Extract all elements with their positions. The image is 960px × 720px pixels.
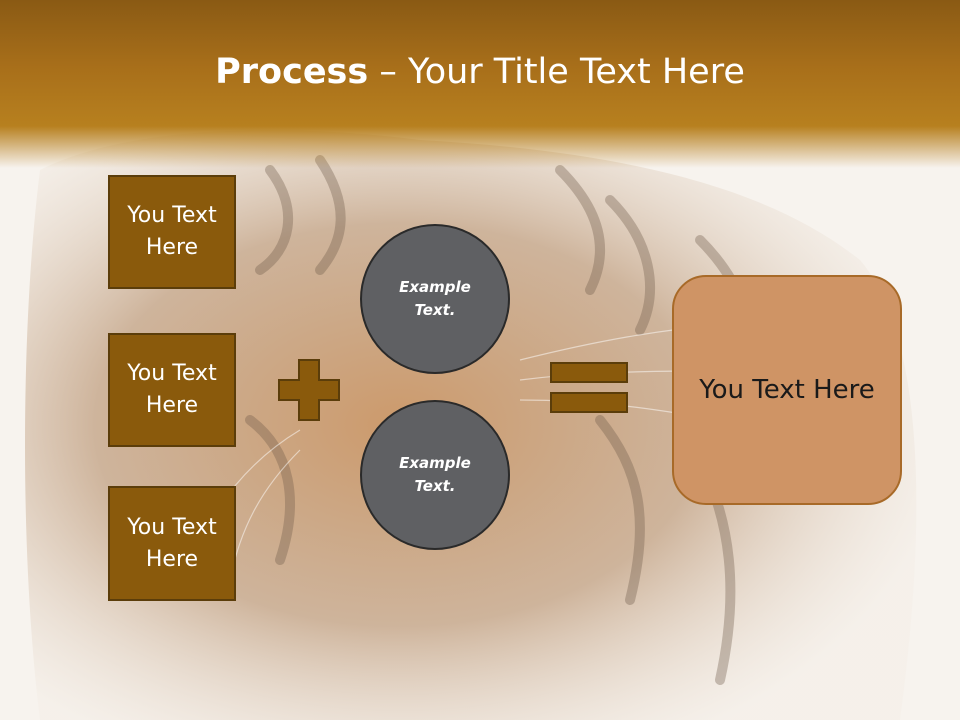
box-1-line-1: You Text [127,203,217,228]
equals-icon [550,362,628,413]
circle-1-line-1: Example [399,278,471,296]
result-text: You Text Here [699,375,875,405]
circle-1-line-2: Text. [414,301,456,319]
box-2-line-2: Here [145,393,199,418]
result-text-box[interactable]: You Text Here [672,275,902,505]
title-banner [0,0,960,168]
circle-2-line-2: Text. [414,477,456,495]
box-3-line-2: Here [145,546,199,572]
title-rest: – Your Title Text Here [368,52,745,92]
box-2-line-1: You Text [127,361,217,386]
title-bold: Process [215,52,369,92]
box-1-line-2: Here [145,235,199,260]
plus-icon [278,359,340,421]
circle-2-line-1: Example [399,454,471,472]
box-3-line-1: You Text [127,514,217,540]
slide-title: Process – Your Title Text Here [0,52,960,92]
